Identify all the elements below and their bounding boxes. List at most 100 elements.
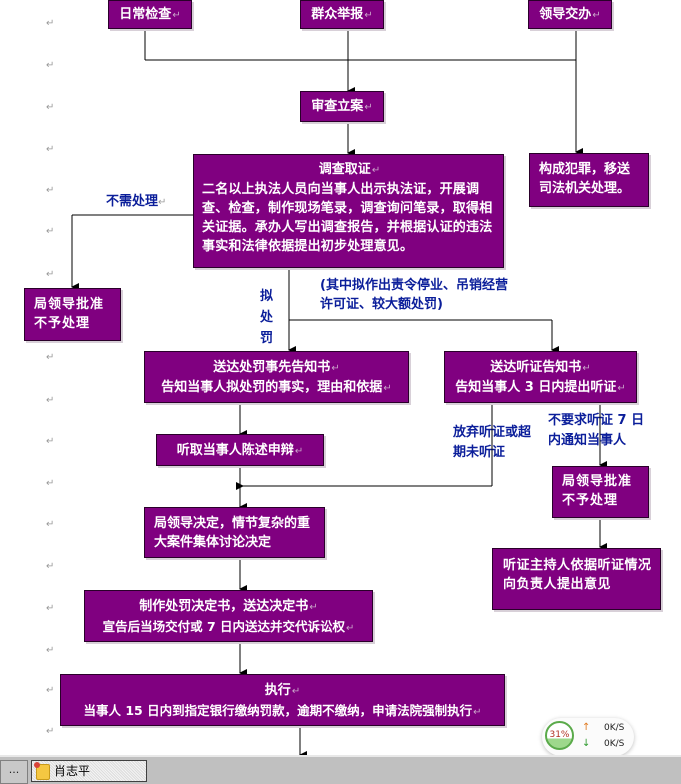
register-case-box: 审查立案↵ [300,91,384,122]
execution-box: 执行↵ 当事人 15 日内到指定银行缴纳罚款，逾期不缴纳，申请法院强制执行↵ [60,674,505,726]
box-body: 当事人 15 日内到指定银行缴纳罚款，逾期不缴纳，申请法院强制执行 [83,703,473,718]
paragraph-mark: ↵ [46,102,55,113]
prior-notice-box: 送达处罚事先告知书↵ 告知当事人拟处罚的事实，理由和依据↵ [144,351,409,403]
hearing-notice-title: 送达听证告知书↵ [445,358,636,378]
paragraph-mark: ↵ [309,602,318,613]
box-label: 日常检查 [119,7,172,22]
no-handling-label: 不需处理↵ [106,192,166,212]
approve-no-penalty-right-box: 局领导批准不予处理 [552,466,649,518]
source-leader-assigned: 领导交办↵ [528,0,612,29]
hearing-notice-body: 告知当事人 3 日内提出听证↵ [445,378,636,398]
severe-penalty-note: (其中拟作出责令停业、吊销经营许可证、较大额处罚) [320,276,510,314]
label-text: 不要求听证 7 日内通知当事人 [548,413,645,448]
paragraph-mark: ↵ [46,226,55,237]
paragraph-mark: ↵ [346,623,355,634]
paragraph-mark: ↵ [371,165,381,176]
paragraph-mark: ↵ [331,363,340,374]
paragraph-mark: ↵ [46,436,55,447]
prior-notice-title: 送达处罚事先告知书↵ [145,358,408,378]
paragraph-mark: ↵ [158,197,167,208]
execution-body: 当事人 15 日内到指定银行缴纳罚款，逾期不缴纳，申请法院强制执行↵ [61,701,504,722]
crime-transfer-box: 构成犯罪，移送司法机关处理。 [529,153,649,207]
paragraph-mark: ↵ [46,144,55,155]
hear-defense-box: 听取当事人陈述申辩↵ [156,434,324,466]
paragraph-mark: ↵ [46,561,55,572]
box-label: 审查立案 [311,99,364,114]
document-page: ↵ ↵ ↵ ↵ ↵ ↵ ↵ ↵ ↵ ↵ ↵ ↵ ↵ ↵ ↵ ↵ ↵ [24,0,661,759]
box-body: 宣告后当场交付或 7 日内送达并交代诉讼权 [102,619,345,634]
investigation-title: 调查取证↵ [202,160,497,180]
paragraph-mark: ↵ [383,383,392,394]
paragraph-mark: ↵ [617,383,626,394]
investigation-body: 二名以上执法人员向当事人出示执法证，开展调查、检查，制作现场笔录，调查询问笔录，… [202,182,493,254]
paragraph-mark: ↵ [46,603,55,614]
box-label: 听取当事人陈述申辩 [176,443,294,458]
usage-gauge: 31% [545,721,574,750]
hearing-host-opinion-box: 听证主持人依据听证情况向负责人提出意见 [492,548,661,610]
decision-doc-body: 宣告后当场交付或 7 日内送达并交代诉讼权↵ [85,617,372,638]
sticky-note-icon [34,762,50,780]
paragraph-mark: ↵ [46,645,55,656]
paragraph-mark: ↵ [46,395,55,406]
box-body: 告知当事人拟处罚的事实，理由和依据 [161,380,383,395]
upload-speed: 0K/S [604,723,625,733]
paragraph-mark: ↵ [291,686,301,697]
paragraph-mark: ↵ [46,60,55,71]
paragraph-mark: ↵ [294,446,304,457]
box-label: 构成犯罪，移送司法机关处理。 [539,162,631,196]
taskbar-more-button[interactable]: ... [0,760,28,784]
execution-title: 执行↵ [61,681,504,701]
paragraph-mark: ↵ [364,10,373,21]
box-label: 听证主持人依据听证情况向负责人提出意见 [503,558,652,592]
paragraph-mark: ↵ [46,726,55,737]
upload-arrow-icon: ↑ [582,722,591,733]
label-text: 放弃听证或超期未听证 [453,425,532,460]
box-label: 局领导批准不予处理 [34,297,105,331]
network-monitor-widget[interactable]: 31% ↑ 0K/S ↓ 0K/S [542,718,634,756]
prior-notice-body: 告知当事人拟处罚的事实，理由和依据↵ [145,378,408,398]
box-title: 送达处罚事先告知书 [213,360,331,375]
box-label: 局领导决定，情节复杂的重大案件集体讨论决定 [154,516,311,550]
box-label: 群众举报 [311,7,364,22]
taskbar: ... 肖志平 [0,755,681,784]
waive-hearing-label: 放弃听证或超期未听证 [453,423,531,463]
paragraph-mark: ↵ [592,10,601,21]
source-routine-inspection: 日常检查↵ [108,0,192,29]
box-label: 局领导批准不予处理 [562,474,633,508]
paragraph-mark: ↵ [46,519,55,530]
penalty-decision-document-box: 制作处罚决定书，送达决定书↵ 宣告后当场交付或 7 日内送达并交代诉讼权↵ [84,590,373,642]
paragraph-mark: ↵ [364,102,373,113]
paragraph-mark: ↵ [46,352,55,363]
box-title: 送达听证告知书 [490,360,582,375]
paragraph-mark: ↵ [46,18,55,29]
paragraph-mark: ↵ [46,269,55,280]
box-title: 执行 [264,683,291,698]
paragraph-mark: ↵ [46,185,55,196]
download-speed: 0K/S [604,739,625,749]
box-body: 告知当事人 3 日内提出听证 [455,380,617,395]
usage-percent: 31% [549,730,570,740]
hearing-notice-box: 送达听证告知书↵ 告知当事人 3 日内提出听证↵ [444,351,637,403]
propose-penalty-label: 拟处罚 [260,286,276,349]
investigation-box: 调查取证↵ 二名以上执法人员向当事人出示执法证，开展调查、检查，制作现场笔录，调… [193,154,504,268]
label-text: (其中拟作出责令停业、吊销经营许可证、较大额处罚) [320,278,508,312]
box-title: 制作处罚决定书，送达决定书 [139,599,309,614]
paragraph-mark: ↵ [46,478,55,489]
paragraph-mark: ↵ [172,10,181,21]
no-hearing-request-label: 不要求听证 7 日内通知当事人 [548,411,652,451]
label-text: 不需处理 [106,194,159,209]
taskbar-task-button[interactable]: 肖志平 [31,760,147,782]
paragraph-mark: ↵ [582,363,591,374]
box-label: 领导交办 [539,7,592,22]
task-label: 肖志平 [54,764,91,778]
label-text: 拟处罚 [260,289,274,346]
leader-decision-box: 局领导决定，情节复杂的重大案件集体讨论决定 [144,507,325,558]
source-public-report: 群众举报↵ [300,0,384,29]
box-title: 调查取证 [318,162,371,177]
paragraph-mark: ↵ [46,685,55,696]
paragraph-mark: ↵ [473,707,482,718]
download-arrow-icon: ↓ [582,738,591,749]
approve-no-penalty-left-box: 局领导批准不予处理 [24,288,121,341]
decision-doc-title: 制作处罚决定书，送达决定书↵ [85,597,372,617]
